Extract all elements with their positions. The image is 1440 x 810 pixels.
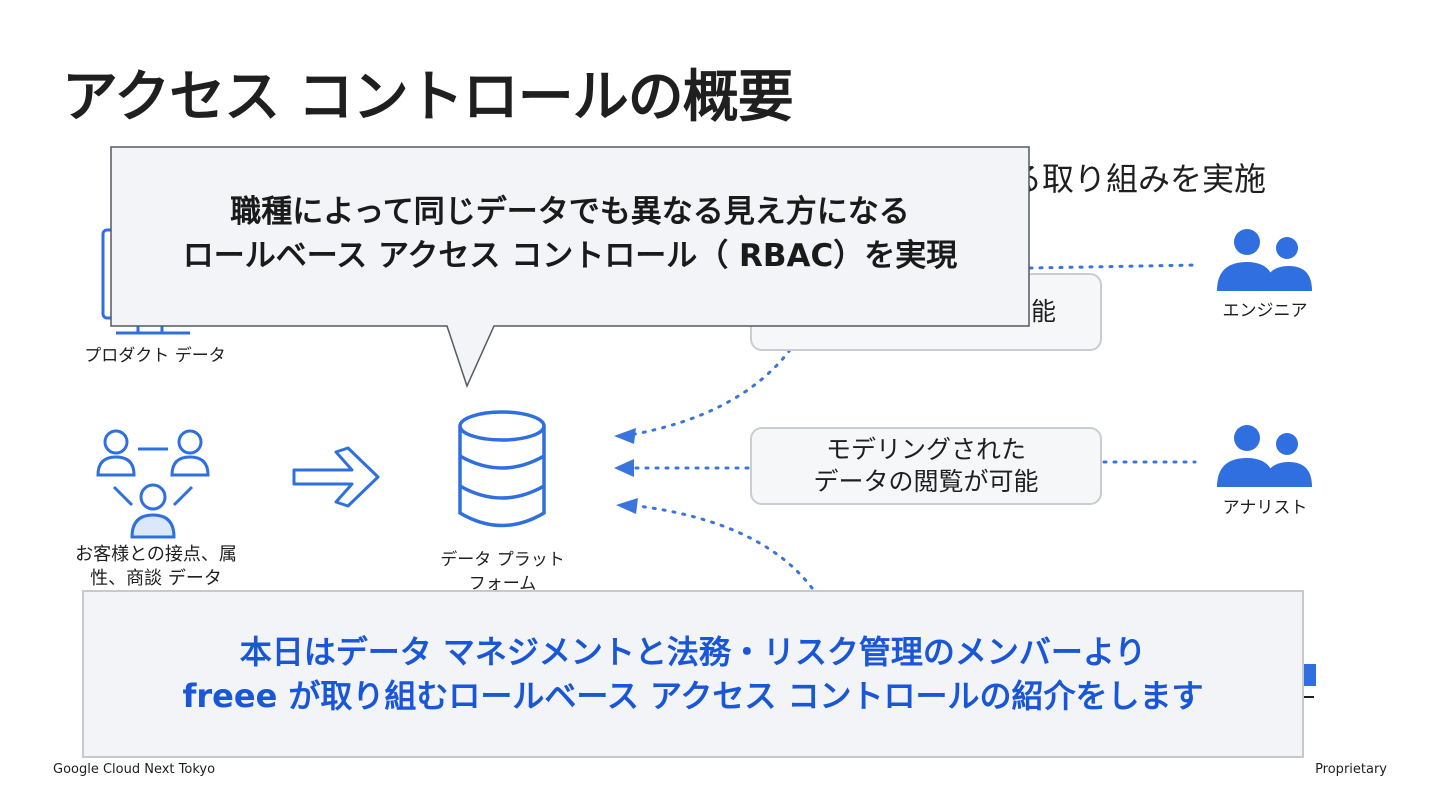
engineer-group-icon <box>1217 229 1312 291</box>
customer-data-label: お客様との接点、属 性、商談 データ <box>75 544 237 589</box>
slide-subtitle-fragment: る取り組みを実施 <box>1010 160 1267 198</box>
analyst-group-icon <box>1217 425 1312 487</box>
bottom-banner-text: 本日はデータ マネジメントと法務・リスク管理のメンバーより freee が取り組… <box>182 633 1204 715</box>
line-engineer-to-box <box>1028 263 1200 270</box>
line-bottom-to-platform <box>628 503 814 590</box>
footer-proprietary: Proprietary <box>1315 762 1387 777</box>
arrowhead-top <box>614 428 636 444</box>
people-network-icon <box>96 429 210 539</box>
data-platform-label: データ プラット フォーム <box>440 550 565 594</box>
arrowhead-middle <box>614 459 634 477</box>
role-engineer-label: エンジニア <box>1222 301 1308 321</box>
product-data-label: プロダクト データ <box>84 346 226 366</box>
footer-event-name: Google Cloud Next Tokyo <box>53 762 216 777</box>
role-analyst-label: アナリスト <box>1222 498 1308 518</box>
bottom-banner <box>82 590 1304 758</box>
callout-text: 職種によって同じデータでも異なる見え方になる ロールベース アクセス コントロー… <box>182 194 958 274</box>
arrowhead-bottom <box>616 498 638 514</box>
access-box-modeled-data: モデリングされた データの閲覧が可能 <box>750 427 1102 505</box>
database-icon <box>458 410 546 528</box>
partial-person-icon <box>1304 664 1316 698</box>
slide-title: アクセス コントロールの概要 <box>62 65 794 130</box>
arrow-right-icon <box>292 446 380 508</box>
line-box-top-to-platform <box>628 348 792 437</box>
